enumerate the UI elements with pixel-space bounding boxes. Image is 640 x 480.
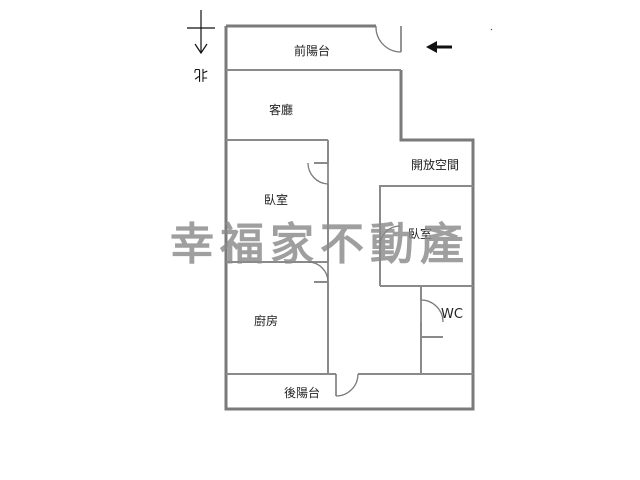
door-rear-balcony: [335, 373, 359, 397]
interior-walls: [226, 139, 473, 375]
door-bedroom-left: [307, 162, 329, 185]
corner-mark: [490, 28, 493, 31]
door-front-balcony: [375, 25, 402, 53]
room-label-rear-balcony: 後陽台: [284, 385, 320, 400]
north-arrow-icon: [187, 10, 215, 55]
door-bedroom-right: [379, 225, 401, 247]
room-label-wc: WC: [441, 307, 463, 322]
entrance-arrow-icon: [426, 41, 452, 53]
room-label-front-balcony: 前陽台: [294, 43, 330, 58]
door-kitchen: [307, 261, 329, 283]
room-label-bedroom-left: 臥室: [264, 192, 288, 207]
outer-walls: [224, 24, 475, 411]
room-label-living-room: 客廳: [269, 102, 293, 117]
room-label-kitchen: 廚房: [254, 313, 278, 328]
north-label: 北: [194, 66, 208, 82]
door-wc: [420, 299, 444, 323]
watermark-text: 幸福家不動產: [170, 219, 470, 270]
room-label-bedroom-right: 臥室: [408, 226, 432, 241]
room-label-open-space: 開放空間: [411, 157, 459, 172]
